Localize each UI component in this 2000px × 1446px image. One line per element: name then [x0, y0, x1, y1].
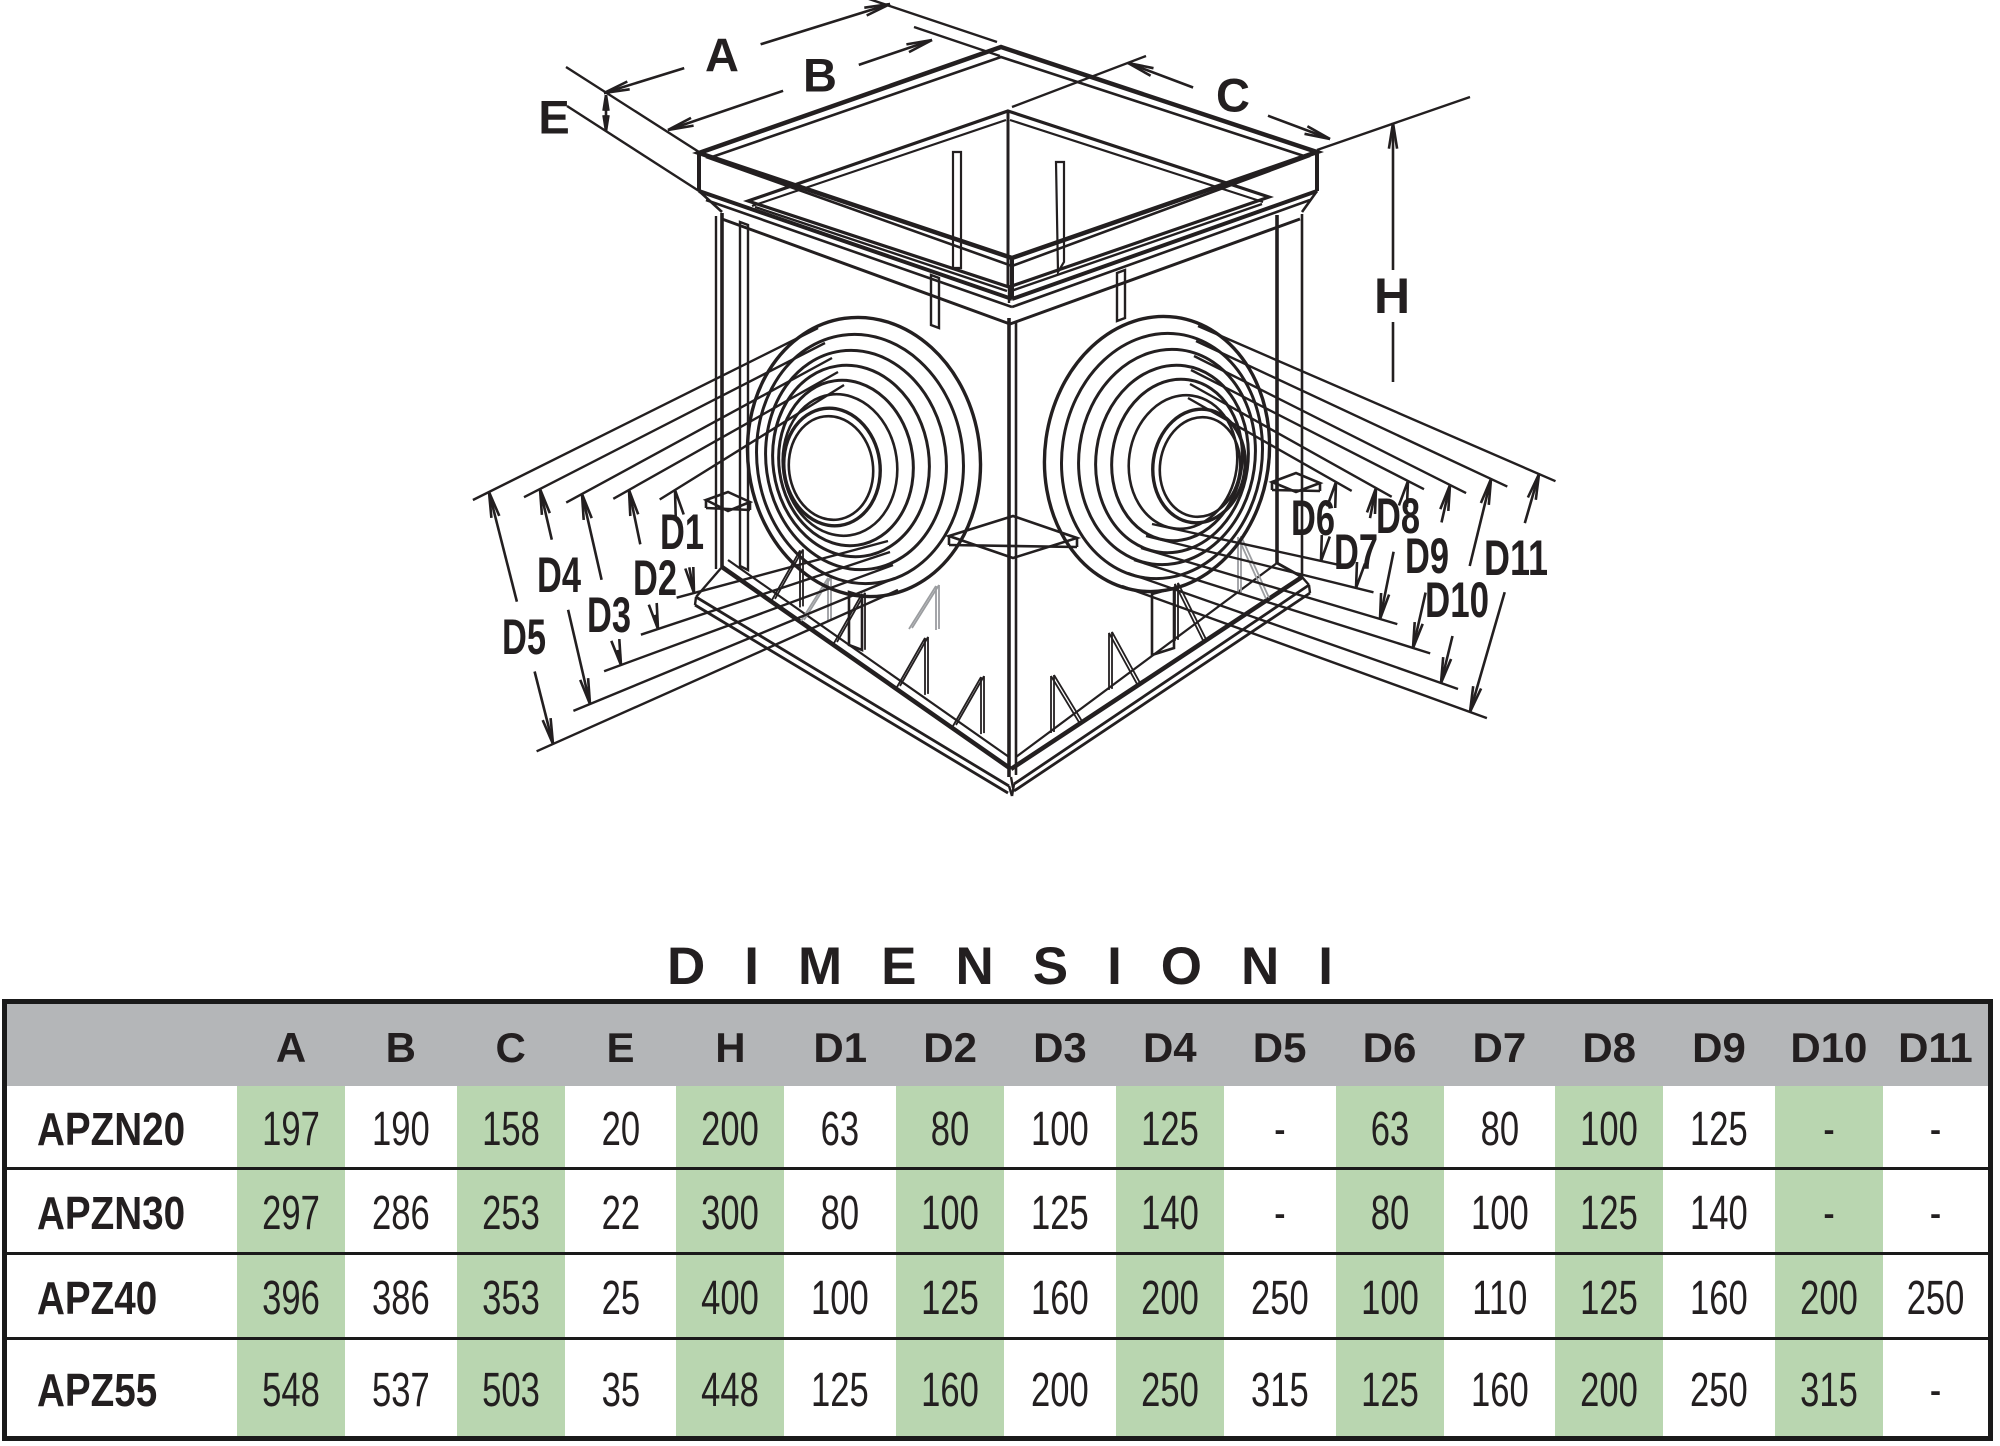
svg-text:D2: D2 [633, 550, 677, 606]
svg-text:D10: D10 [1425, 572, 1489, 628]
svg-text:D9: D9 [1405, 528, 1449, 584]
svg-text:H: H [1374, 268, 1410, 324]
svg-text:D5: D5 [502, 609, 546, 665]
svg-text:D11: D11 [1484, 530, 1548, 586]
svg-text:C: C [1216, 69, 1250, 122]
svg-text:A: A [705, 29, 739, 82]
svg-text:D1: D1 [660, 504, 704, 560]
svg-text:D3: D3 [587, 587, 631, 643]
svg-text:B: B [803, 49, 837, 102]
svg-text:D6: D6 [1291, 490, 1335, 546]
svg-text:E: E [538, 91, 569, 144]
svg-text:D4: D4 [537, 547, 581, 603]
svg-text:D8: D8 [1376, 488, 1420, 544]
svg-text:D7: D7 [1334, 524, 1378, 580]
